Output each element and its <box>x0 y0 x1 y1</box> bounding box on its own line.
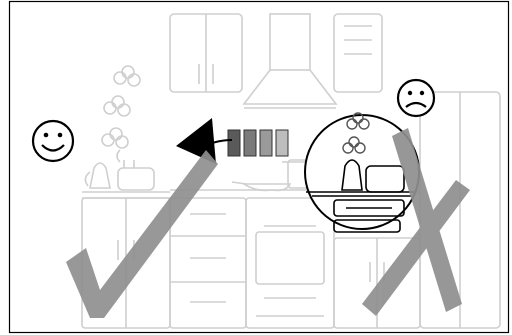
power-level-bar <box>260 130 272 156</box>
smiley-face-icon <box>33 121 73 161</box>
power-level-bar <box>228 130 240 156</box>
power-level-bar <box>276 130 288 156</box>
frowning-face-icon <box>398 80 434 116</box>
power-level-bar <box>244 130 256 156</box>
